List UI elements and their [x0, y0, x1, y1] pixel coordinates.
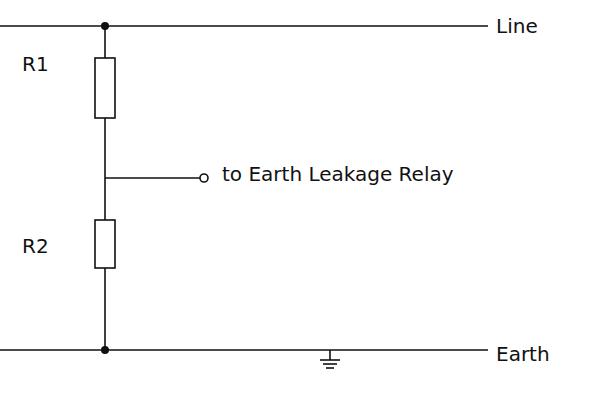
junction-dot — [101, 22, 109, 30]
ground-symbol — [320, 350, 340, 368]
conductor-label: Earth — [496, 344, 550, 364]
part-name: R1 — [22, 54, 49, 74]
conductor-label: Line — [496, 16, 538, 36]
terminal — [200, 174, 208, 182]
part-name: R2 — [22, 236, 49, 256]
signal-name: to Earth Leakage Relay — [222, 164, 454, 184]
wire — [105, 177, 200, 179]
wire — [104, 118, 106, 220]
resistor-symbol — [95, 220, 115, 268]
wire — [104, 26, 106, 58]
line-conductor — [0, 25, 488, 27]
junction-dot — [101, 346, 109, 354]
resistor-symbol — [95, 58, 115, 118]
earth-conductor — [0, 349, 488, 351]
wire — [104, 268, 106, 350]
